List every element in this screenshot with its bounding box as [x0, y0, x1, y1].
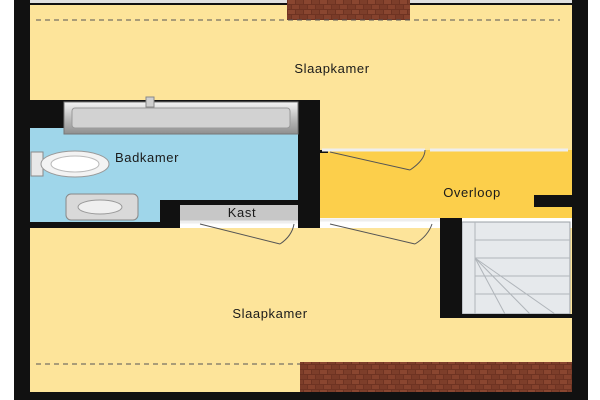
stairwell — [461, 221, 571, 315]
room-overloop — [320, 150, 572, 218]
label-badkamer: Badkamer — [115, 150, 179, 165]
room-slaapkamer-top-ext — [320, 100, 575, 150]
room-kast — [180, 205, 298, 222]
sink-icon — [65, 193, 139, 221]
label-kast: Kast — [228, 205, 256, 220]
door-overloop-top — [322, 148, 426, 171]
bathtub-icon — [63, 96, 299, 135]
label-slaapkamer-bottom: Slaapkamer — [232, 306, 307, 321]
label-overloop: Overloop — [443, 185, 501, 200]
door-slaapkamer-left — [180, 220, 298, 245]
door-slaapkamer-right — [320, 218, 440, 245]
toilet-icon — [30, 150, 110, 178]
window-top-left — [30, 0, 287, 3]
window-top-right — [410, 0, 572, 3]
label-slaapkamer-top: Slaapkamer — [294, 61, 369, 76]
roof-tiles-top — [287, 0, 410, 20]
